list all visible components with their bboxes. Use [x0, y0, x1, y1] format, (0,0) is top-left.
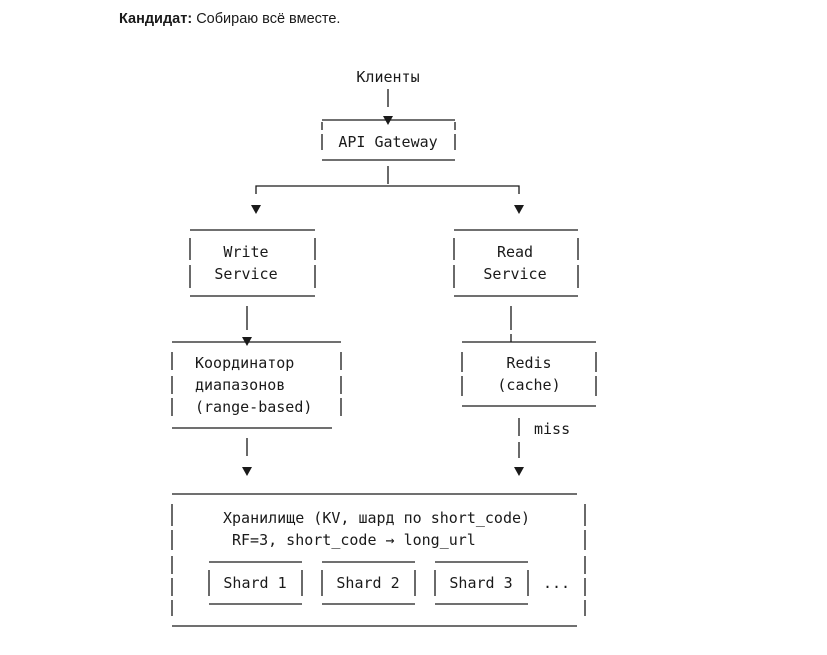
- arrow-down-icon: [251, 205, 261, 214]
- storage-box: Хранилище (KV, шард по short_code) RF=3,…: [171, 493, 586, 627]
- gateway-split-connector: [255, 166, 520, 194]
- arrow-down-icon: [514, 205, 524, 214]
- miss-label: miss: [534, 420, 570, 438]
- redis-label-line2: (cache): [497, 376, 560, 394]
- shard-box-2: Shard 2: [321, 561, 416, 605]
- read-service-label-line1: Read: [497, 243, 533, 261]
- write-service-box: Write Service: [189, 229, 316, 297]
- read-service-label-line2: Service: [483, 265, 546, 283]
- shard-label-3: Shard 3: [449, 574, 512, 592]
- write-service-label-line2: Service: [214, 265, 277, 283]
- redis-box: Redis (cache): [461, 341, 597, 407]
- coordinator-box: Координатор диапазонов (range-based): [171, 341, 342, 429]
- coordinator-label-line1: Координатор: [195, 354, 294, 372]
- shards-ellipsis: ...: [543, 574, 570, 592]
- storage-label-line2: RF=3, short_code → long_url: [232, 531, 476, 549]
- speaker-label: Кандидат:: [119, 11, 193, 27]
- intro-line: Кандидат: Собираю всё вместе.: [119, 9, 340, 29]
- shard-box-1: Shard 1: [208, 561, 303, 605]
- coordinator-label-line3: (range-based): [195, 398, 312, 416]
- write-service-label-line1: Write: [223, 243, 268, 261]
- storage-label-line1: Хранилище (KV, шард по short_code): [223, 509, 530, 527]
- redis-label-line1: Redis: [506, 354, 551, 372]
- api-gateway-box: API Gateway: [321, 119, 456, 161]
- shard-label-1: Shard 1: [223, 574, 286, 592]
- coordinator-label-line2: диапазонов: [195, 376, 285, 394]
- arrow-down-icon: [242, 467, 252, 476]
- arrow-down-icon: [514, 467, 524, 476]
- intro-text: Собираю всё вместе.: [196, 11, 341, 27]
- api-gateway-label: API Gateway: [338, 133, 437, 151]
- shard-box-3: Shard 3: [434, 561, 529, 605]
- shard-label-2: Shard 2: [336, 574, 399, 592]
- read-service-box: Read Service: [453, 229, 579, 297]
- clients-label: Клиенты: [356, 68, 419, 86]
